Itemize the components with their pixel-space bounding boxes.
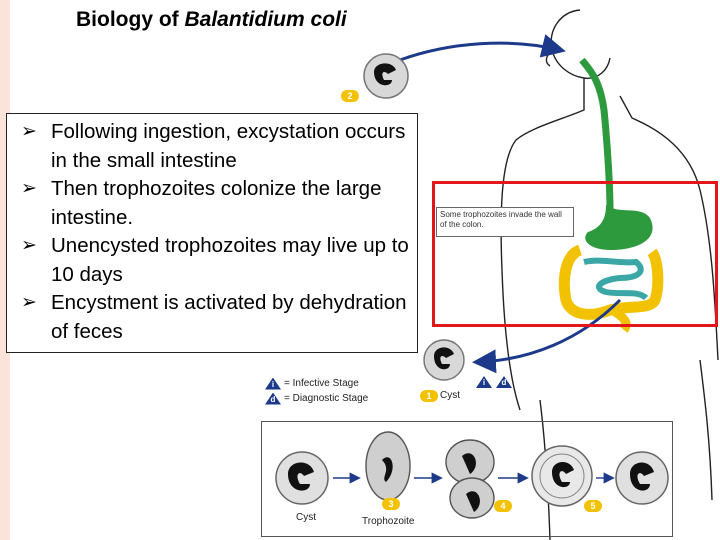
panel-cyst-1	[275, 451, 329, 505]
stage-number-4: 4	[494, 500, 512, 512]
rectum	[609, 306, 631, 333]
diagnostic-marker-icon: d	[496, 376, 512, 388]
slide-title: Biology of Balantidium coli	[76, 8, 347, 31]
invade-label: Some trophozoites invade the wall of the…	[436, 207, 574, 237]
panel-trophozoite-label: Trophozoite	[362, 516, 415, 527]
panel-dividing-trophozoite	[445, 439, 495, 519]
bullet-item: ➢Unencysted trophozoites may live up to …	[21, 234, 409, 286]
side-stripe	[0, 0, 10, 540]
stage-number-5: 5	[584, 500, 602, 512]
bullet-arrow-icon: ➢	[21, 178, 37, 199]
stomach	[585, 205, 653, 250]
bullet-item: ➢Then trophozoites colonize the large in…	[21, 177, 382, 229]
panel-encysting	[531, 445, 593, 507]
bullet-box: ➢Following ingestion, excystation occurs…	[6, 113, 418, 353]
infective-marker-icon: i	[265, 377, 281, 390]
bullet-arrow-icon: ➢	[21, 121, 37, 142]
panel-cyst-label: Cyst	[296, 512, 316, 523]
bullet-item: ➢Encystment is activated by dehydration …	[21, 291, 407, 343]
diagnostic-marker-icon: d	[265, 392, 281, 405]
legend-diagnostic: d= Diagnostic Stage	[265, 391, 368, 406]
stage-number-1: 1	[420, 390, 438, 402]
bullet-arrow-icon: ➢	[21, 235, 37, 256]
bullet-item: ➢Following ingestion, excystation occurs…	[21, 120, 406, 172]
colon-highlight-box	[432, 181, 718, 327]
arrow-ingestion	[399, 34, 566, 62]
cyst-stage-markers: i d	[476, 376, 512, 388]
panel-trophozoite	[365, 431, 411, 501]
human-figure	[500, 9, 719, 540]
legend-infective: i= Infective Stage	[265, 376, 368, 391]
panel-cyst-2	[615, 451, 669, 505]
esophagus	[579, 57, 614, 211]
stages-panel	[261, 421, 673, 537]
small-intestine	[583, 257, 649, 301]
stage-number-3: 3	[382, 498, 400, 510]
arrow-excretion	[472, 298, 622, 374]
bullet-arrow-icon: ➢	[21, 292, 37, 313]
cyst-stage-1	[423, 339, 465, 381]
cyst-top	[363, 53, 409, 99]
stage-number-2: 2	[341, 90, 359, 102]
infective-marker-icon: i	[476, 376, 492, 388]
legend: i= Infective Stage d= Diagnostic Stage	[265, 376, 368, 406]
cyst-label-top: Cyst	[440, 390, 460, 401]
